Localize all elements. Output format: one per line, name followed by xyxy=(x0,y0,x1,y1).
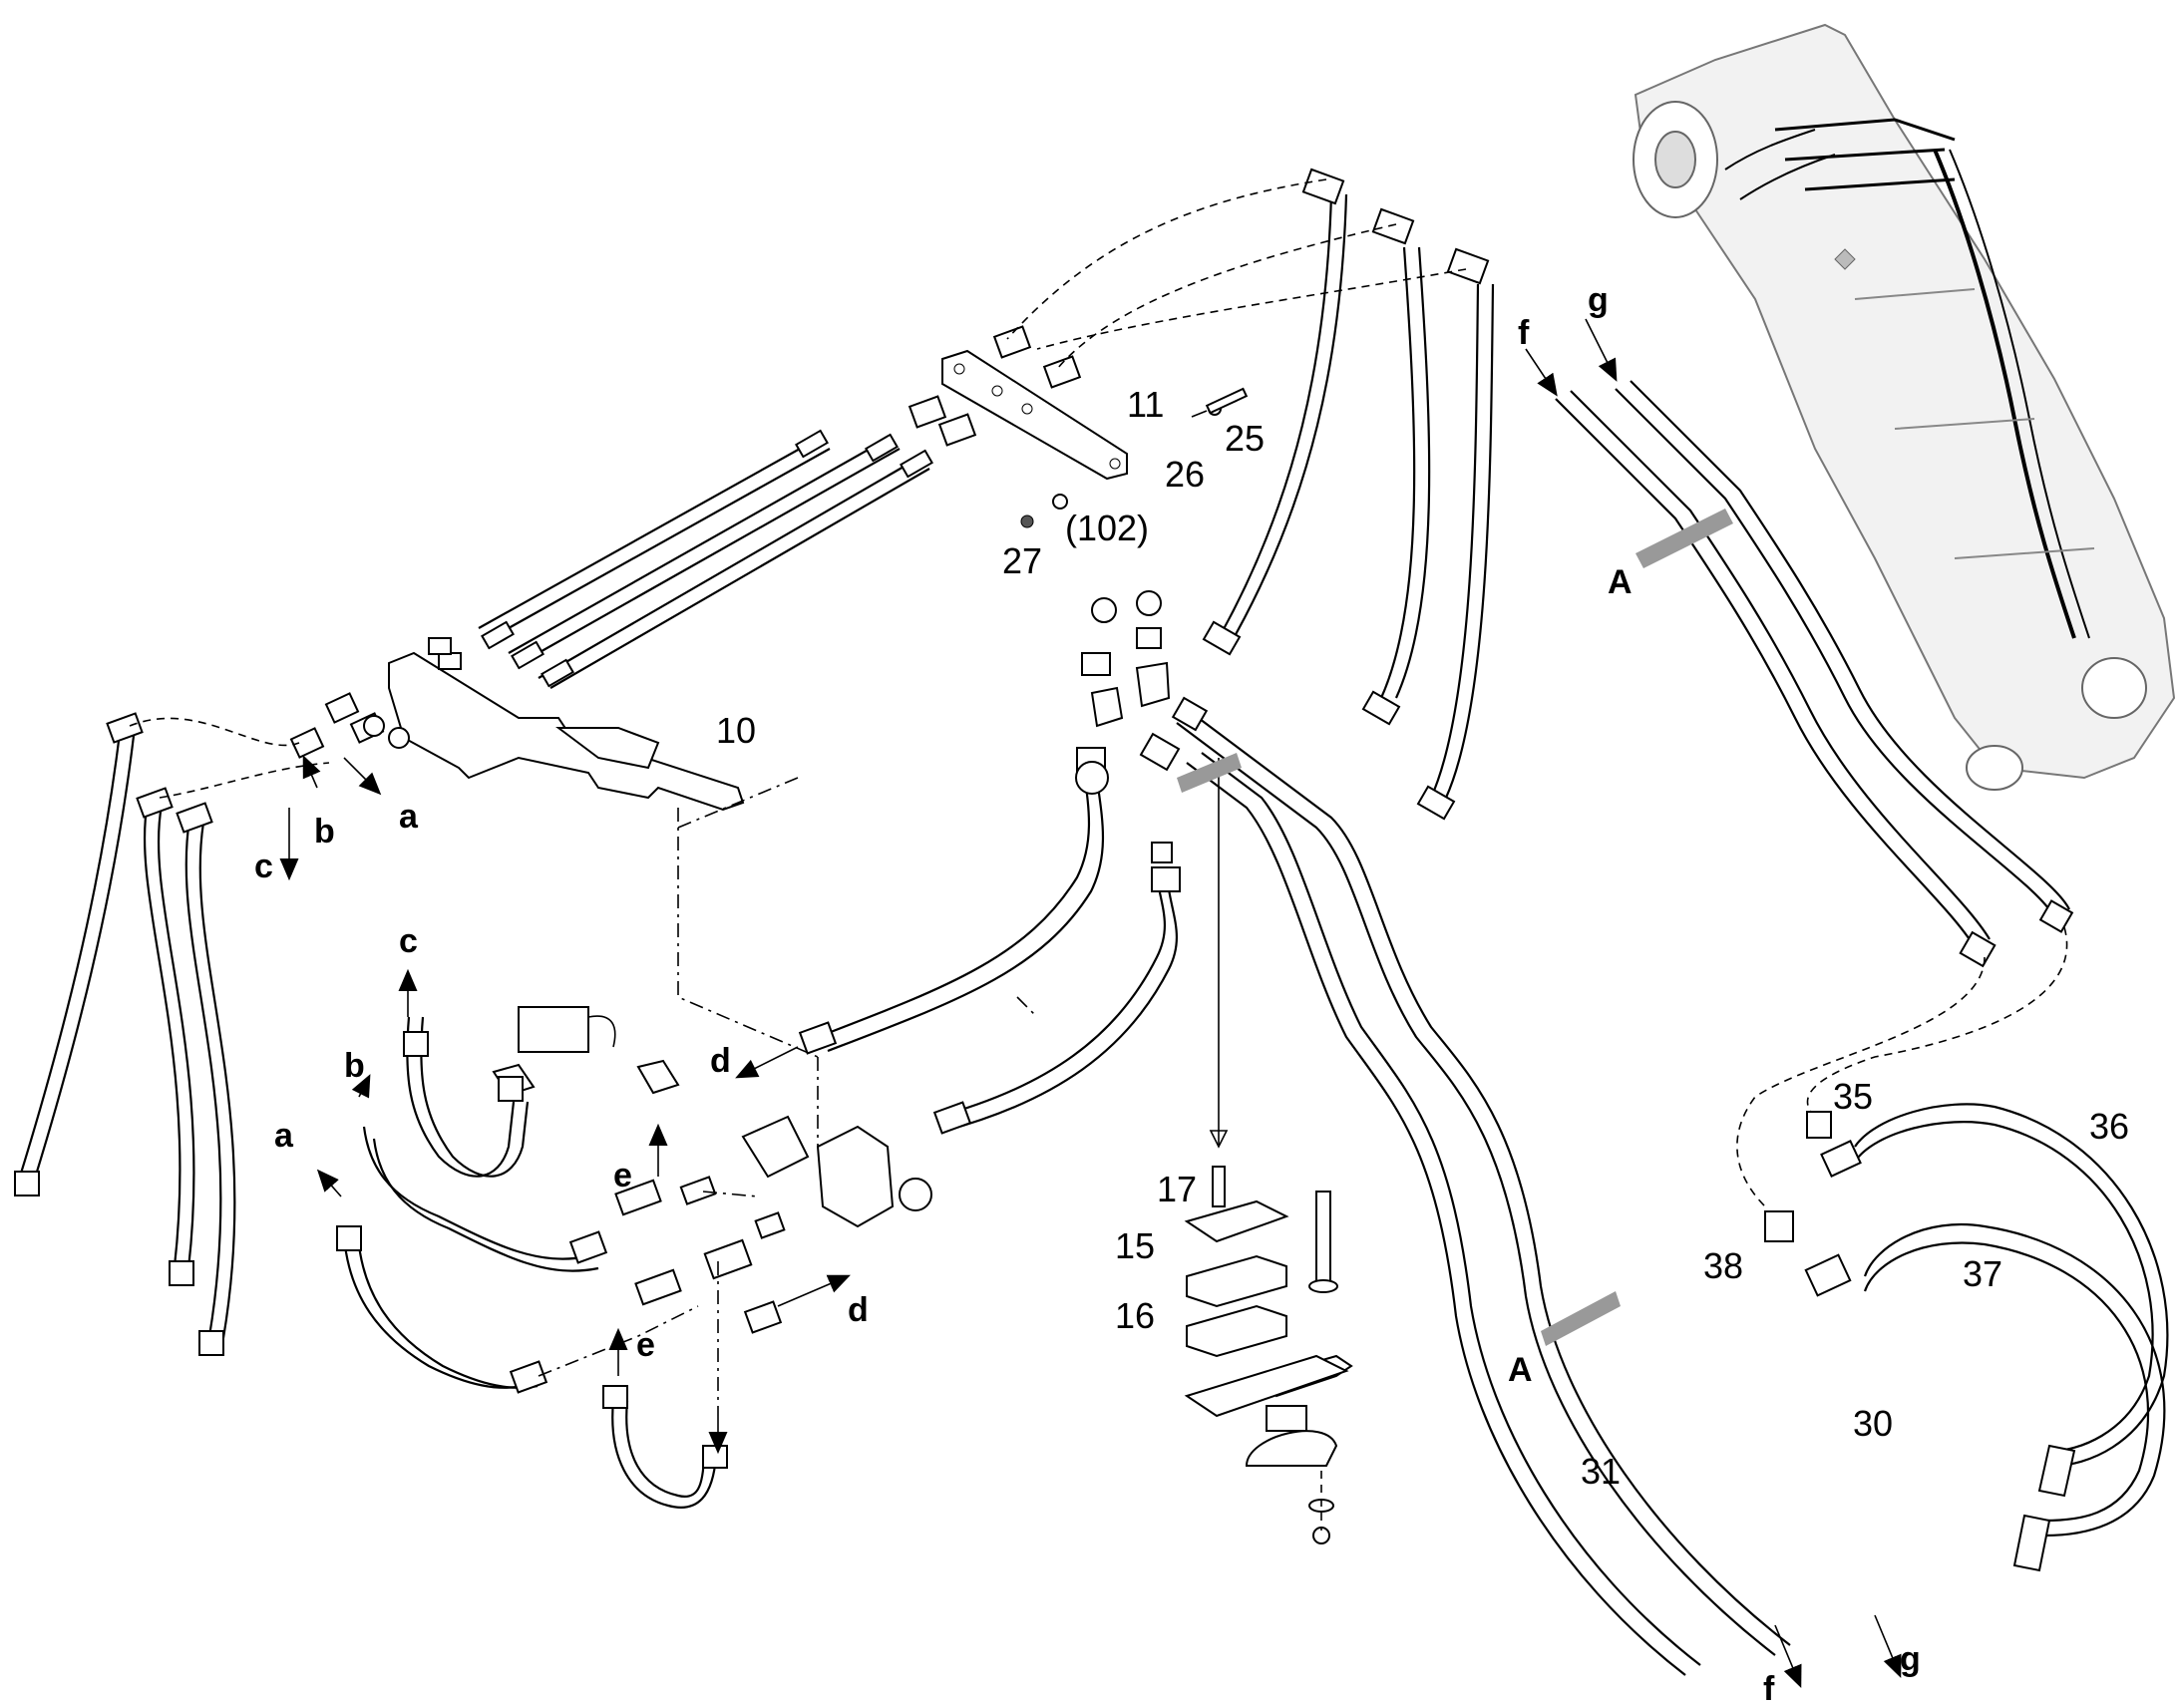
connector-arrows xyxy=(279,318,1902,1688)
left-hoses xyxy=(14,712,330,1356)
label-17: 17 xyxy=(1157,1169,1197,1209)
connector-f-top: f xyxy=(1518,314,1530,352)
label-25: 25 xyxy=(1225,418,1265,459)
label-102: (102) xyxy=(1065,508,1149,548)
tubes-f-g xyxy=(1555,380,2074,1207)
connector-e-mid: e xyxy=(613,1157,632,1195)
label-11: 11 xyxy=(1127,384,1164,425)
connector-b-mid: b xyxy=(344,1047,365,1085)
label-26: 26 xyxy=(1165,454,1205,495)
upper-right-hoses xyxy=(1006,168,1495,821)
label-36: 36 xyxy=(2089,1106,2129,1147)
upper-hose-bundle xyxy=(478,429,933,689)
hoses-36-37 xyxy=(1764,1103,2169,1572)
label-27: 27 xyxy=(1002,540,1042,581)
label-30: 30 xyxy=(1853,1403,1893,1444)
valve-block xyxy=(492,1006,932,1228)
connector-d-mid: d xyxy=(710,1042,731,1080)
lower-fittings xyxy=(602,777,799,1509)
label-38: 38 xyxy=(1703,1245,1743,1286)
label-16: 16 xyxy=(1115,1295,1155,1336)
bracket-11 xyxy=(941,349,1128,481)
clamp-assembly xyxy=(1184,758,1353,1544)
lower-left-hoses xyxy=(336,1016,699,1394)
connector-g-top: g xyxy=(1588,281,1609,319)
callout-labels: 10 11 25 26 27 (102) 17 15 16 30 31 35 3… xyxy=(254,281,2129,1708)
bracket-10 xyxy=(388,651,745,812)
label-15: 15 xyxy=(1115,1225,1155,1266)
connector-a-top: a xyxy=(399,798,419,836)
tubes-30-31 xyxy=(1139,696,1791,1676)
connector-c-top: c xyxy=(254,848,273,885)
boom-overview-illustration xyxy=(1633,23,2176,791)
label-31: 31 xyxy=(1581,1451,1621,1492)
label-35: 35 xyxy=(1833,1076,1873,1117)
connector-e-low: e xyxy=(636,1326,655,1364)
section-A-bottom: A xyxy=(1508,1351,1533,1389)
connector-b-top: b xyxy=(314,813,335,851)
valve-hoses xyxy=(798,590,1181,1135)
label-37: 37 xyxy=(1963,1253,2002,1294)
section-A-top: A xyxy=(1608,563,1633,601)
bracket-10-fittings xyxy=(289,637,462,759)
connector-a-mid: a xyxy=(274,1117,294,1155)
connector-g-bottom: g xyxy=(1900,1640,1921,1678)
assembly-lines xyxy=(677,808,1038,1197)
connector-c-mid: c xyxy=(399,922,418,960)
bracket-11-fittings xyxy=(908,325,1249,528)
connector-f-bottom: f xyxy=(1763,1670,1775,1708)
label-10: 10 xyxy=(716,710,756,751)
connector-d-low: d xyxy=(848,1291,869,1329)
